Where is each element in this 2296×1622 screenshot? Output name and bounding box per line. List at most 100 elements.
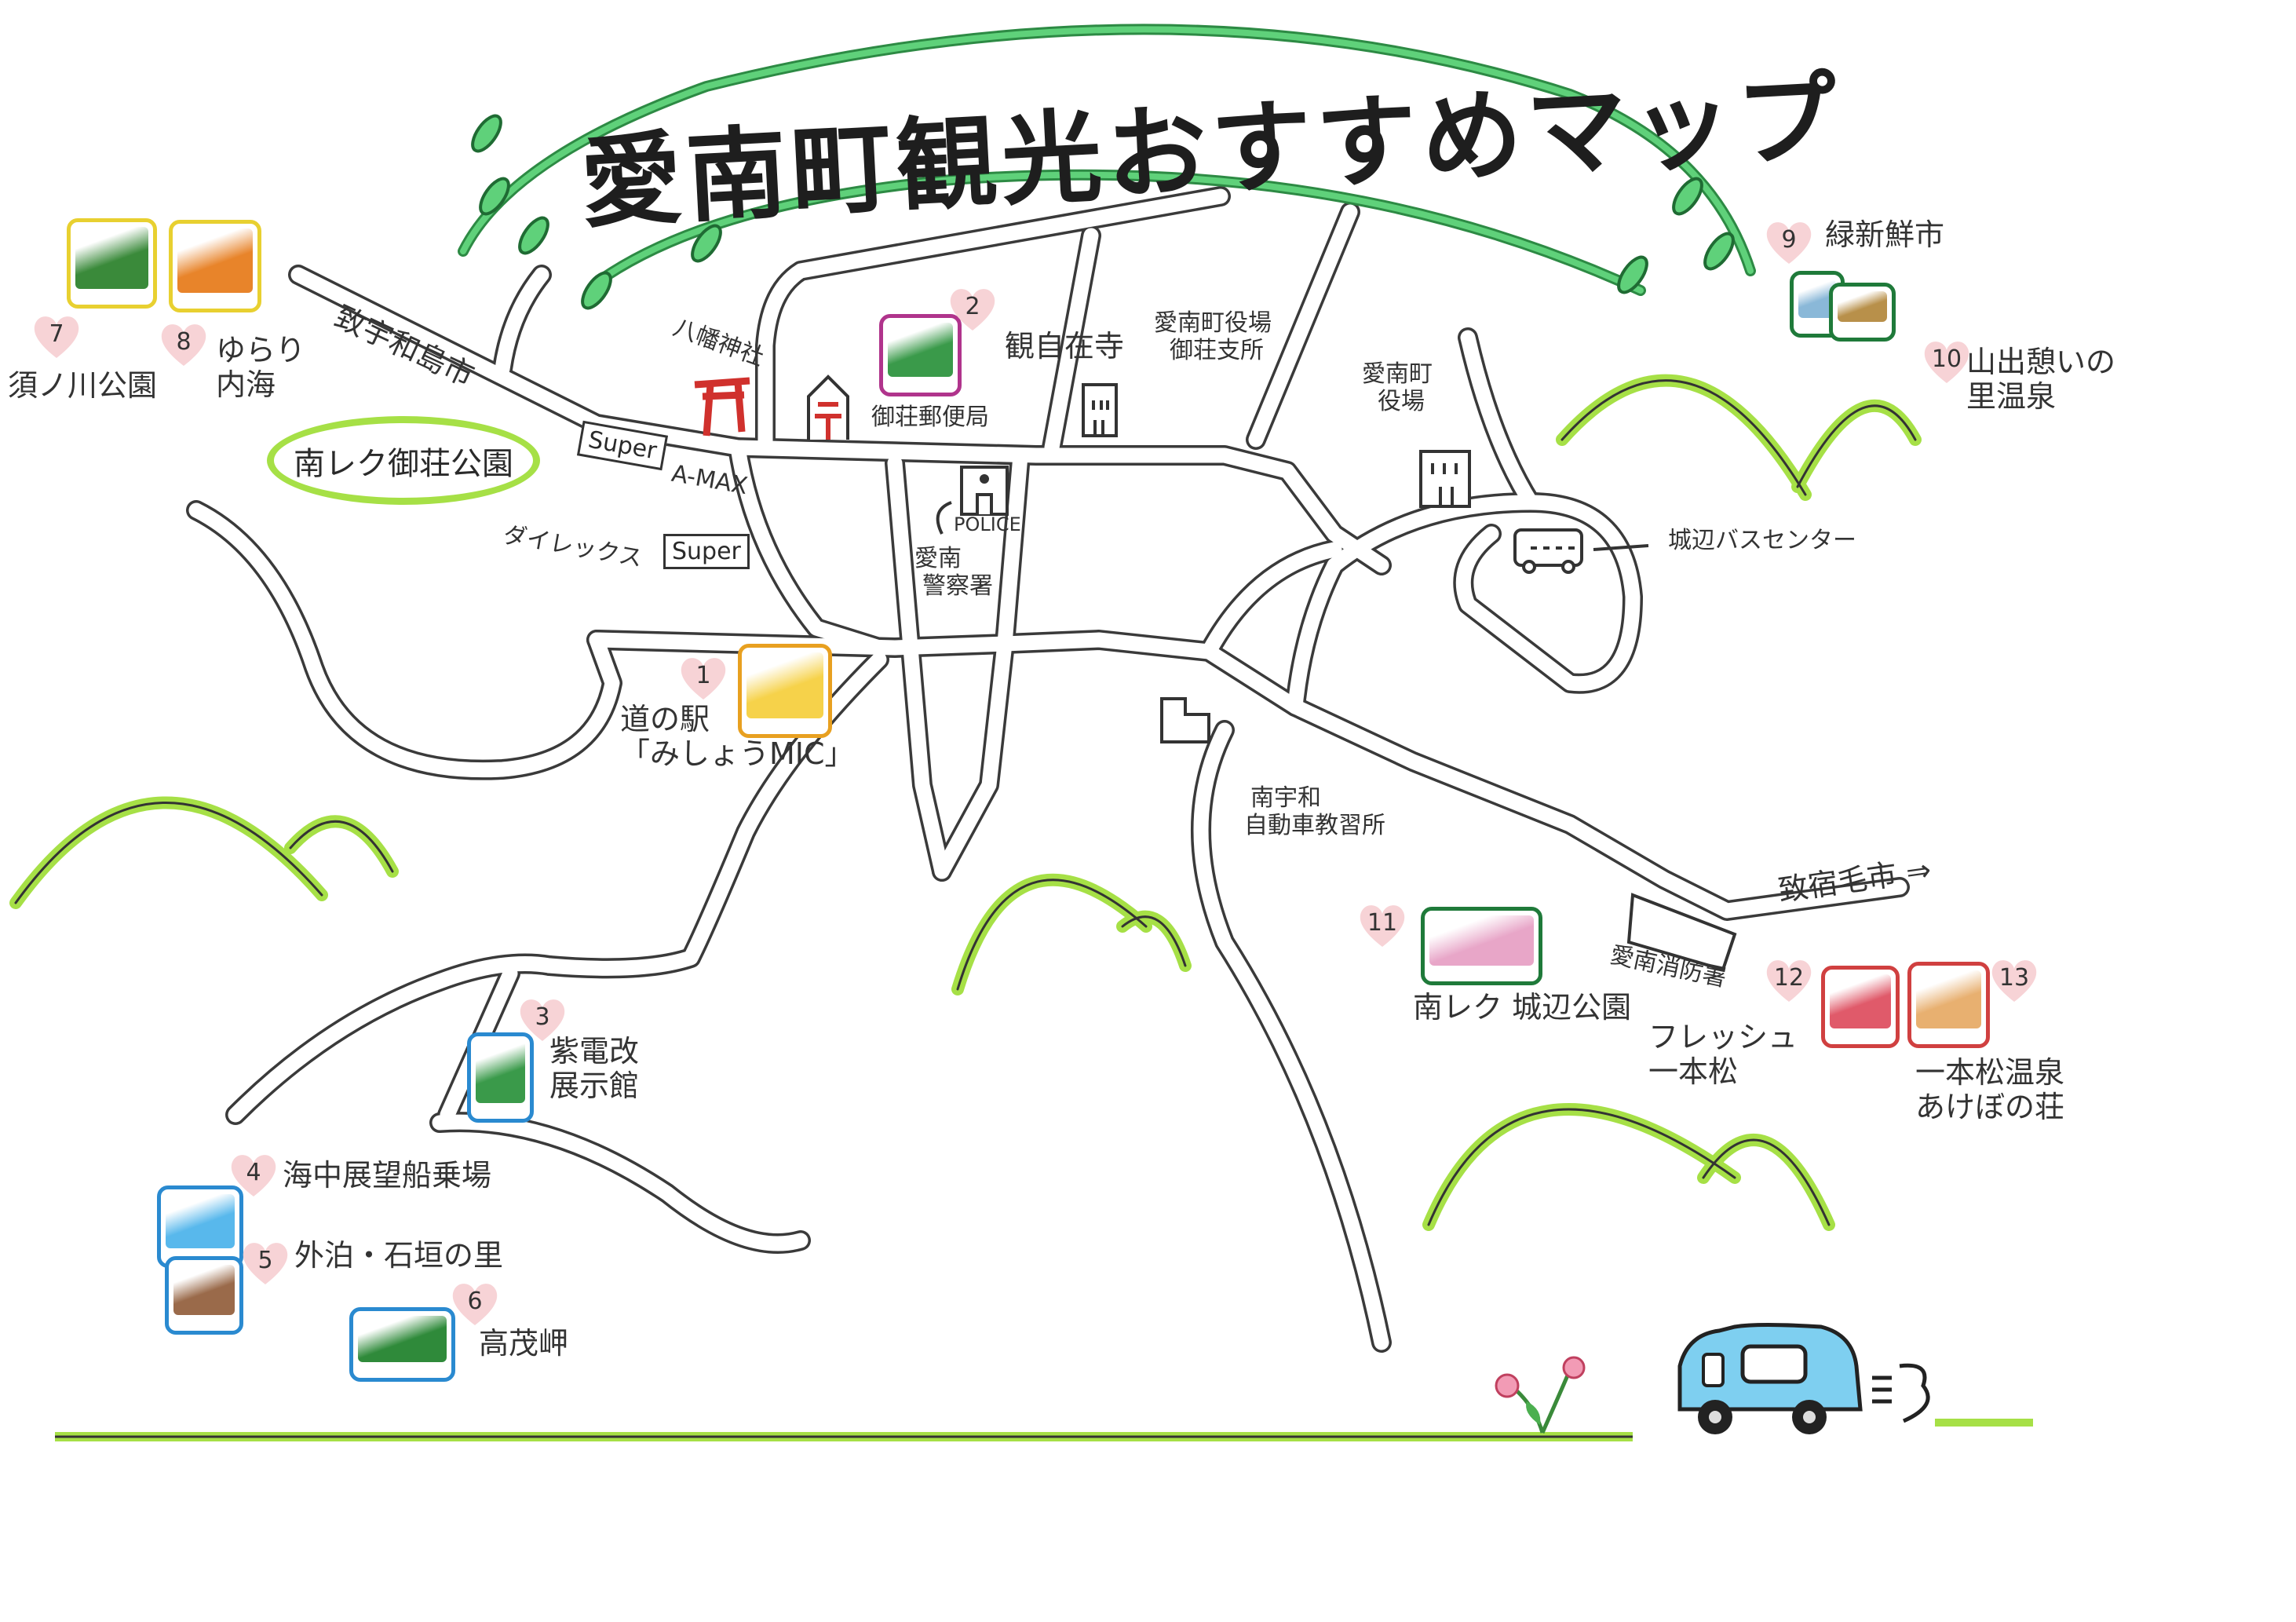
spot-name: 海中展望船乗場 (283, 1158, 492, 1193)
hill (1556, 374, 1812, 501)
spot-name-line-1: 高茂岬 (479, 1326, 569, 1361)
spot-name: 外泊・石垣の里 (294, 1238, 503, 1273)
police-station-label: 愛南警察署 (914, 545, 993, 600)
heart-icon (243, 1243, 288, 1284)
spot-name-line-1: 道の駅 (620, 702, 710, 736)
spot-number-heart: 6 (451, 1281, 499, 1327)
spot-name: ゆらり内海 (216, 333, 305, 402)
spot-illustration (349, 1307, 455, 1382)
flower-icon (1495, 1356, 1586, 1434)
spot-name-line-1: 山出憩いの (1966, 345, 2116, 379)
spot-illustration (157, 1185, 243, 1268)
spot-name-line-1: 観自在寺 (1005, 329, 1125, 363)
spot-number: 8 (176, 328, 192, 356)
spot-illustration (879, 314, 962, 396)
heart-icon (1360, 905, 1405, 947)
heart-icon (1766, 960, 1812, 1002)
spot-illustration-scene (888, 323, 953, 377)
spot-name: 須ノ川公園 (8, 368, 157, 404)
spot-name-line-2: 内海 (216, 367, 276, 402)
vine-leaf-icon (1617, 255, 1648, 294)
torii-shrine-icon (694, 377, 750, 437)
police-label: POLICE (954, 513, 1021, 535)
spot-name-line-1: 海中展望船乗場 (283, 1158, 492, 1193)
spot-number: 9 (1781, 226, 1797, 254)
town-office-label: 愛南町役場 (1362, 360, 1433, 415)
spot-number-heart: 1 (679, 656, 728, 701)
spot-number-heart: 9 (1765, 220, 1813, 265)
spot-number: 2 (965, 293, 980, 320)
supermarket-box-2: Super (663, 534, 750, 569)
vine-leaf-icon (581, 271, 612, 310)
heart-icon (161, 324, 206, 366)
spot-name-line-1: 緑新鮮市 (1825, 217, 1945, 252)
spot-number: 13 (1999, 964, 2030, 992)
spot-illustration-scene (476, 1041, 525, 1103)
spot-name-line-1: 南レク 城辺公園 (1413, 990, 1632, 1025)
fire-station-building-icon (1626, 893, 1737, 972)
spot-illustration (738, 644, 832, 738)
post-office-label: 御荘郵便局 (871, 404, 989, 431)
vine-leaf-icon (471, 114, 502, 153)
spot-number-heart: 10 (1922, 339, 1971, 385)
spot-illustration (1907, 962, 1990, 1048)
driving-school-label: 南宇和自動車教習所 (1244, 784, 1385, 839)
spot-number: 12 (1773, 964, 1805, 992)
spot-name: 一本松温泉あけぼの荘 (1915, 1055, 2065, 1124)
branch-office-building-icon (1082, 383, 1118, 437)
spot-illustration-scene (1916, 970, 1981, 1028)
spot-illustration-scene (75, 227, 148, 289)
spot-number-heart: 13 (1990, 958, 2039, 1003)
spot-number: 4 (246, 1159, 261, 1186)
town-office-building-icon (1419, 450, 1471, 508)
spot-number: 6 (467, 1288, 483, 1315)
branch-office-label: 愛南町役場御荘支所 (1154, 309, 1272, 364)
police-station-label-1: 愛南 (914, 545, 962, 572)
spot-name: 観自在寺 (1005, 329, 1125, 364)
heart-icon (520, 999, 565, 1041)
spot-illustration (467, 1032, 534, 1123)
spot-name: 緑新鮮市 (1825, 217, 1945, 253)
spot-illustration (1421, 907, 1542, 985)
driving-school-label-2: 自動車教習所 (1244, 811, 1385, 839)
spot-name: 南レク 城辺公園 (1413, 990, 1632, 1025)
spot-number-heart: 5 (241, 1240, 290, 1286)
heart-icon (1991, 960, 2037, 1002)
spot-number-heart: 4 (229, 1153, 278, 1198)
spot-name-line-1: 一本松温泉 (1915, 1055, 2065, 1090)
spot-name-line-2: 里温泉 (1966, 378, 2057, 414)
spot-name-line-2: あけぼの荘 (1915, 1089, 2065, 1124)
spot-name-line-2: 一本松 (1648, 1054, 1739, 1089)
park-oval-label: 南レク御荘公園 (294, 445, 513, 482)
spot-illustration-scene (746, 652, 823, 718)
heart-icon (231, 1155, 276, 1196)
branch-office-label-2: 御荘支所 (1170, 336, 1264, 364)
spot-illustration-scene (177, 228, 253, 293)
spot-illustration-scene (1838, 291, 1887, 322)
spot-name: 高茂岬 (479, 1326, 569, 1361)
spot-name-line-1: 紫電改 (549, 1034, 640, 1069)
spot-number-heart: 8 (159, 322, 208, 367)
heart-icon (452, 1284, 498, 1325)
spot-illustration (1821, 966, 1900, 1048)
town-office-label-1: 愛南町 (1362, 360, 1433, 388)
park-oval-minami-reku-misho: 南レク御荘公園 (267, 416, 540, 505)
spot-illustration (169, 220, 261, 312)
spot-name: 山出憩いの里温泉 (1966, 345, 2115, 414)
bus-center-label: 城辺バスセンター (1668, 527, 1856, 554)
vine-leaf-icon (1703, 232, 1735, 271)
spot-number-heart: 11 (1358, 903, 1407, 948)
spot-number: 10 (1931, 345, 1962, 373)
spot-number: 11 (1367, 909, 1398, 937)
spot-illustration-scene (1830, 974, 1891, 1028)
town-office-label-2: 役場 (1378, 387, 1425, 415)
hill (1422, 1103, 1741, 1231)
spot-name-line-2: 「みしょうMIC」 (620, 736, 855, 771)
hill (951, 873, 1152, 995)
vine-leaf-icon (518, 216, 549, 255)
spot-name: フレッシュ一本松 (1648, 1020, 1798, 1089)
road (429, 1112, 811, 1254)
spot-illustration (67, 218, 157, 309)
